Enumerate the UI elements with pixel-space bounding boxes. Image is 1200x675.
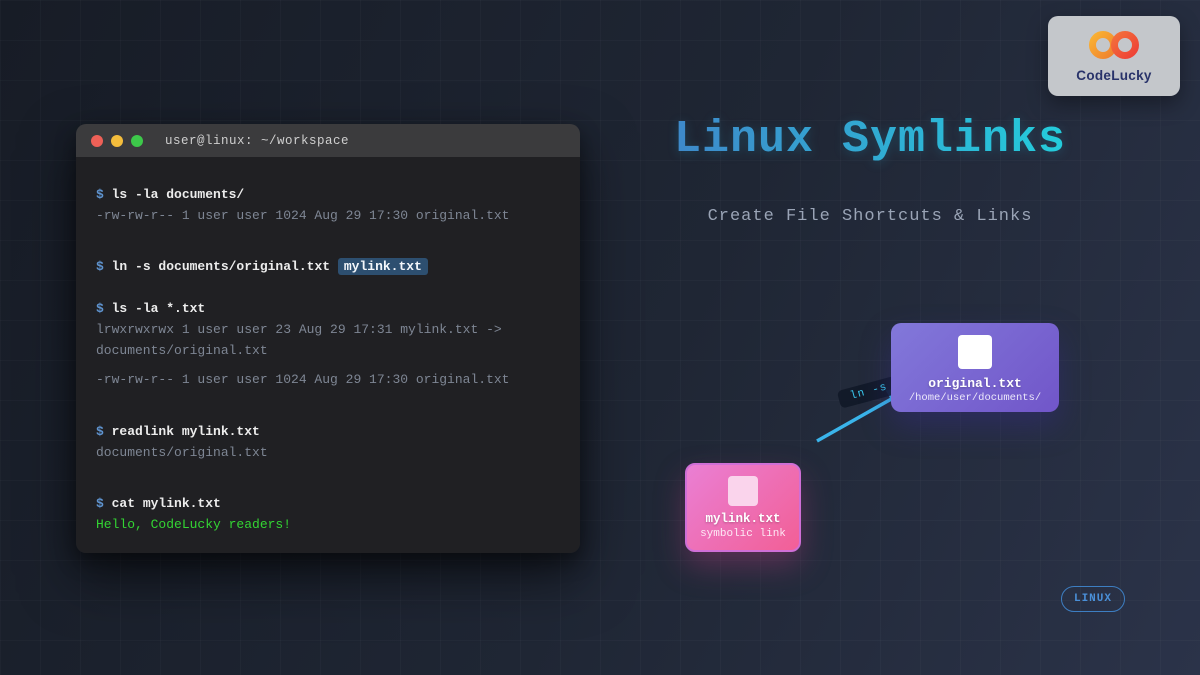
command-text: ln -s documents/original.txt [111,259,338,274]
infinity-icon [1086,30,1142,65]
terminal-lines: $ ls -la documents/ -rw-rw-r-- 1 user use… [96,184,560,535]
symlink-file-name: mylink.txt [705,512,781,526]
shell-prompt: $ [96,259,112,274]
maximize-button[interactable] [131,134,143,147]
terminal-line: lrwxrwxrwx 1 user user 23 Aug 29 17:31 m… [96,322,502,337]
terminal-line: $ cat mylink.txt [96,493,560,514]
command-text: ls -la documents/ [111,187,245,202]
terminal-line: $ ln -s documents/original.txt mylink.tx… [96,256,560,277]
terminal-spacer [96,277,560,298]
terminal-line: -rw-rw-r-- 1 user user 1024 Aug 29 17:30… [96,372,510,387]
terminal-spacer [96,463,560,493]
terminal-titlebar: user@linux: ~/workspace [76,124,580,157]
command-text: cat mylink.txt [111,496,221,511]
command-text: ls -la *.txt [111,301,206,316]
symlink-type-label: symbolic link [700,528,786,540]
terminal-title: user@linux: ~/workspace [165,133,350,148]
terminal-line: documents/original.txt [96,343,268,358]
terminal-line: Hello, CodeLucky readers! [96,517,292,532]
linux-badge: LINUX [1061,586,1125,612]
file-card-original: original.txt /home/user/documents/ [891,323,1059,412]
terminal-spacer [96,361,560,369]
page-title: Linux Symlinks [605,114,1135,165]
file-card-symlink: mylink.txt symbolic link [685,463,801,552]
shell-prompt: $ [96,496,112,511]
highlighted-filename: mylink.txt [337,258,428,275]
file-icon [958,335,992,369]
terminal-line: documents/original.txt [96,445,268,460]
brand-logo: CodeLucky [1048,16,1180,96]
minimize-button[interactable] [111,134,123,147]
shell-prompt: $ [96,424,112,439]
terminal-line: $ ls -la documents/ [96,184,560,205]
shell-prompt: $ [96,187,112,202]
original-file-path: /home/user/documents/ [908,392,1042,404]
original-file-name: original.txt [928,376,1022,391]
brand-name: CodeLucky [1076,67,1152,83]
terminal-line: $ ls -la *.txt [96,298,560,319]
terminal-spacer [96,226,560,256]
close-button[interactable] [91,134,103,147]
terminal-line: -rw-rw-r-- 1 user user 1024 Aug 29 17:30… [96,208,510,223]
shell-prompt: $ [96,301,112,316]
terminal-window: user@linux: ~/workspace $ ls -la documen… [76,124,580,553]
terminal-spacer [96,390,560,421]
command-text: readlink mylink.txt [111,424,260,439]
terminal-line: $ readlink mylink.txt [96,421,560,442]
terminal-body: $ ls -la documents/ -rw-rw-r-- 1 user use… [76,157,580,553]
file-icon [728,476,758,506]
page-subtitle: Create File Shortcuts & Links [707,207,1033,226]
